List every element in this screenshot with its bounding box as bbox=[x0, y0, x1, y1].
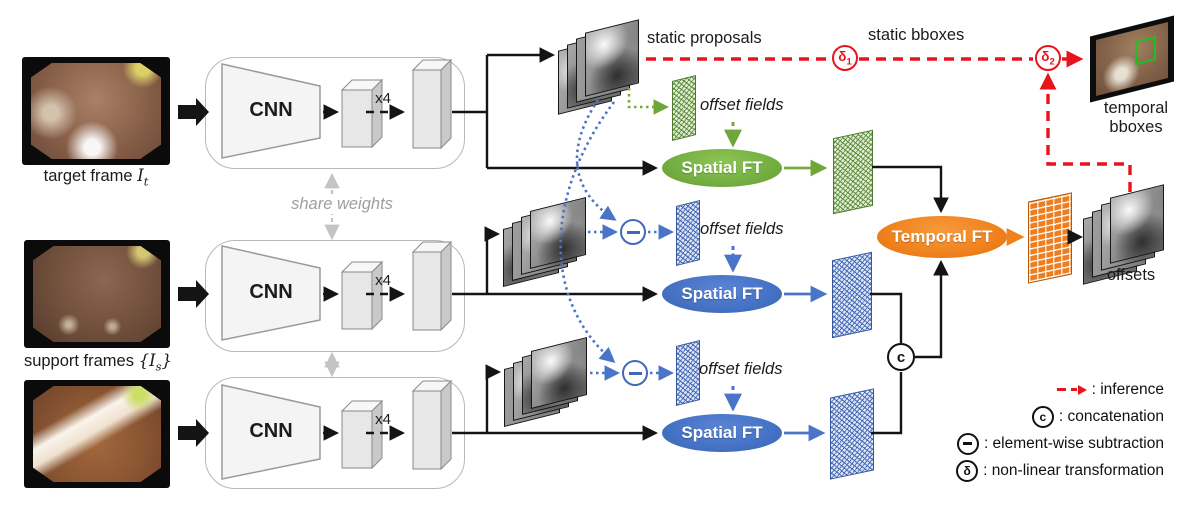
support-frame-1-content bbox=[33, 246, 161, 342]
spatial-ft-ellipse-1: Spatial FT bbox=[662, 149, 782, 187]
support-frames-label-text: support frames bbox=[23, 352, 134, 370]
concat-circle: c bbox=[887, 343, 915, 371]
offset-fields-label-3: offset fields bbox=[699, 360, 783, 378]
target-frame-label-text: target frame bbox=[43, 167, 133, 185]
minus-bar-icon bbox=[626, 230, 640, 234]
x4-label-3: x4 bbox=[375, 411, 391, 428]
legend-row-subtraction: : element-wise subtraction bbox=[870, 430, 1164, 457]
static-proposals-label: static proposals bbox=[647, 29, 762, 47]
target-frame-content bbox=[31, 63, 161, 159]
offset-fields-parallelogram-green bbox=[672, 75, 696, 141]
static-bboxes-label: static bboxes bbox=[868, 26, 965, 44]
spatial-output-blue-1 bbox=[832, 251, 872, 339]
red-dash-icon bbox=[1056, 388, 1066, 391]
share-weights-label: share weights bbox=[282, 195, 402, 214]
support-frame-image-2 bbox=[24, 380, 170, 488]
cnn-label-3: CNN bbox=[249, 420, 293, 442]
offsets-label: offsets bbox=[1106, 266, 1156, 284]
red-dash-icon bbox=[1070, 388, 1077, 391]
legend-subtraction-text: : element-wise subtraction bbox=[983, 434, 1164, 452]
offset-fields-label-2: offset fields bbox=[700, 220, 784, 238]
temporal-bboxes-label-line2: bboxes bbox=[1109, 118, 1163, 136]
temporal-bbox-rect bbox=[1134, 36, 1156, 66]
support-frame-2-content bbox=[33, 386, 161, 482]
x4-label-2: x4 bbox=[375, 272, 391, 289]
offset-fields-parallelogram-blue-1 bbox=[676, 200, 700, 266]
temporal-output-orange bbox=[1028, 192, 1072, 284]
support-frame-image-1 bbox=[24, 240, 170, 348]
delta1-circle: δ1 bbox=[832, 45, 858, 71]
spatial-output-blue-2 bbox=[830, 388, 874, 480]
delta-icon: δ bbox=[956, 459, 979, 482]
concat-icon: c bbox=[1031, 405, 1054, 428]
minus-bar-icon bbox=[963, 442, 973, 445]
delta1-symbol: δ1 bbox=[838, 48, 852, 68]
cnn-label-2: CNN bbox=[249, 281, 293, 303]
spatial-ft-ellipse-3: Spatial FT bbox=[662, 414, 782, 452]
legend-row-transformation: δ : non-linear transformation bbox=[870, 457, 1164, 484]
spatial-output-green bbox=[833, 129, 873, 215]
target-frame-image bbox=[22, 57, 170, 165]
target-frame-label: target frame It bbox=[8, 166, 184, 189]
legend-transformation-text: : non-linear transformation bbox=[983, 461, 1164, 479]
legend-inference-text: : inference bbox=[1091, 380, 1164, 398]
delta2-circle: δ2 bbox=[1035, 45, 1061, 71]
legend-row-inference: : inference bbox=[870, 376, 1164, 403]
delta2-symbol: δ2 bbox=[1041, 48, 1055, 68]
subtraction-icon bbox=[956, 432, 979, 455]
spatial-ft-ellipse-2: Spatial FT bbox=[662, 275, 782, 313]
subtraction-circle-2 bbox=[622, 360, 648, 386]
temporal-bboxes-label-line1: temporal bbox=[1103, 99, 1169, 117]
support-frames-math: {Is} bbox=[138, 351, 173, 374]
temporal-bboxes-image bbox=[1090, 15, 1174, 103]
temporal-bboxes-content bbox=[1096, 22, 1168, 96]
legend: : inference c : concatenation : element-… bbox=[870, 376, 1164, 484]
support-frames-label: support frames {Is} bbox=[2, 351, 194, 374]
temporal-ft-ellipse: Temporal FT bbox=[877, 216, 1007, 258]
offset-fields-label-1: offset fields bbox=[700, 96, 784, 114]
cnn-label-1: CNN bbox=[249, 99, 293, 121]
minus-bar-icon bbox=[628, 371, 642, 375]
offset-fields-parallelogram-blue-2 bbox=[676, 340, 700, 406]
red-arrowhead-icon bbox=[1077, 384, 1087, 395]
legend-row-concatenation: c : concatenation bbox=[870, 403, 1164, 430]
legend-concatenation-text: : concatenation bbox=[1058, 407, 1164, 425]
target-frame-math: It bbox=[137, 166, 149, 189]
subtraction-circle-1 bbox=[620, 219, 646, 245]
x4-label-1: x4 bbox=[375, 90, 391, 107]
